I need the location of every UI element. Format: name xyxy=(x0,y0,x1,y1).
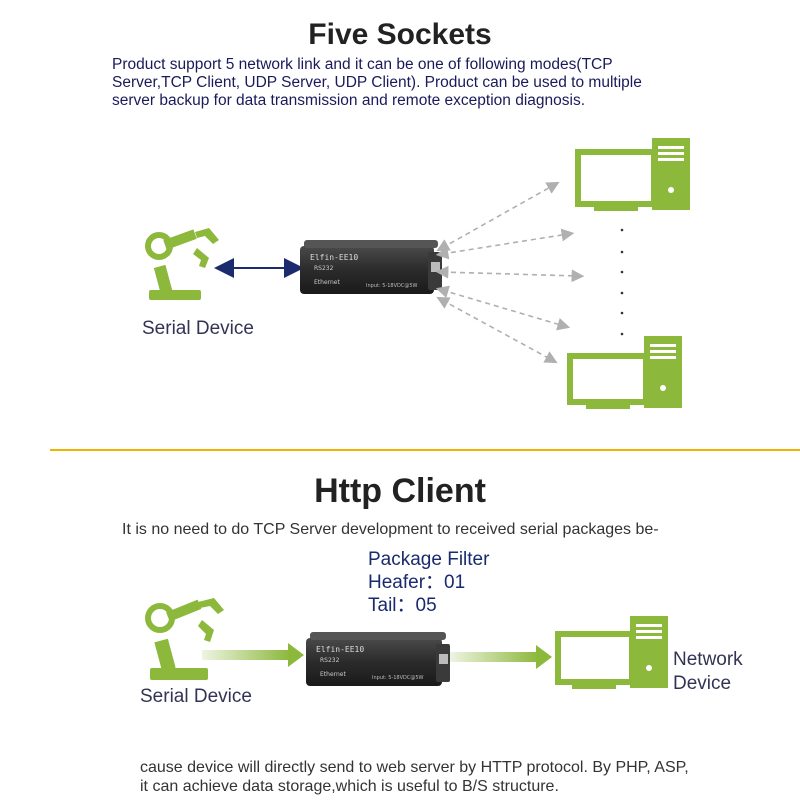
computer-icon xyxy=(567,336,682,409)
section2-outro-line: it can achieve data storage,which is use… xyxy=(140,778,559,795)
section1-description-line: server backup for data transmission and … xyxy=(112,92,585,109)
package-filter-tail: Tail：05 xyxy=(368,595,437,616)
section2-outro-line: cause device will directly send to web s… xyxy=(140,759,689,776)
device-input-label: Input: 5-18VDC@5W xyxy=(372,675,424,681)
device-brand: Elfin-EE10 xyxy=(310,253,358,262)
network-device-label-line: Device xyxy=(673,673,732,694)
device-ethernet-label: Ethernet xyxy=(320,671,346,678)
section2-outro: cause device will directly send to web s… xyxy=(140,758,689,796)
device-brand: Elfin-EE10 xyxy=(316,645,364,654)
package-filter-title: Package Filter xyxy=(368,549,490,570)
data-flow-arrow xyxy=(202,643,304,667)
data-flow-arrow xyxy=(450,645,552,669)
device-icon: Elfin-EE10 RS232 Ethernet Input: 5-18VDC… xyxy=(306,632,450,686)
ellipsis-dots xyxy=(620,228,624,336)
socket-arrows xyxy=(435,181,585,364)
package-filter-header: Heafer：01 xyxy=(368,572,466,593)
serial-device-label: Serial Device xyxy=(142,318,254,339)
section1-description-line: Product support 5 network link and it ca… xyxy=(112,56,613,73)
device-port-label: RS232 xyxy=(314,265,334,272)
computer-icon xyxy=(575,138,690,211)
robot-arm-icon xyxy=(145,228,219,300)
section2-title: Http Client xyxy=(314,472,486,510)
device-icon: Elfin-EE10 RS232 Ethernet Input: 5-18VDC… xyxy=(300,240,442,294)
device-ethernet-label: Ethernet xyxy=(314,279,340,286)
network-device-label-line: Network xyxy=(673,649,743,670)
device-input-label: Input: 5-18VDC@5W xyxy=(366,283,418,289)
robot-arm-icon xyxy=(145,598,224,680)
section2-intro: It is no need to do TCP Server developme… xyxy=(122,521,659,538)
package-filter-block: Package Filter Heafer：01 Tail：05 xyxy=(368,548,489,617)
device-port-label: RS232 xyxy=(320,657,340,664)
section1-description-line: Server,TCP Client, UDP Server, UDP Clien… xyxy=(112,74,642,91)
network-device-label: Network Device xyxy=(673,648,743,696)
computer-icon xyxy=(555,616,668,689)
serial-device-label: Serial Device xyxy=(140,686,252,707)
section1-description: Product support 5 network link and it ca… xyxy=(112,56,740,110)
section1-title: Five Sockets xyxy=(308,18,492,51)
section-divider xyxy=(50,449,800,451)
